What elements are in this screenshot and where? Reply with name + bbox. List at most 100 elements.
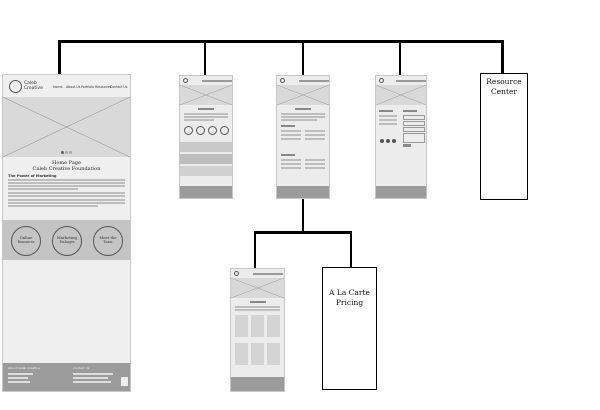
- nav-about[interactable]: About Us: [66, 85, 81, 89]
- text-line: [379, 123, 397, 125]
- logo-icon: [379, 78, 384, 83]
- text-line: [281, 113, 325, 115]
- text-line: [305, 163, 325, 165]
- package-card[interactable]: [235, 343, 248, 365]
- package-card[interactable]: [251, 315, 264, 337]
- circle-label: Packages: [59, 240, 75, 244]
- sub-bar: [254, 231, 352, 234]
- team-circle: [220, 126, 229, 135]
- image-placeholder: [376, 84, 426, 106]
- marketing-packages-circle[interactable]: [52, 226, 82, 256]
- image-placeholder: [231, 277, 284, 299]
- package-card[interactable]: [267, 343, 280, 365]
- form-field[interactable]: [403, 121, 425, 126]
- text-line: [281, 154, 295, 156]
- text-line: [379, 110, 393, 112]
- text-line: [198, 108, 214, 110]
- social-icon[interactable]: [392, 139, 396, 143]
- text-line: [281, 134, 301, 136]
- package-card[interactable]: [251, 343, 264, 365]
- text-line: [305, 134, 325, 136]
- content-band: [180, 166, 232, 176]
- image-placeholder-icon: [3, 96, 130, 158]
- home-page-wireframe: Caleb Creative Home About Us Portfolio R…: [2, 74, 131, 392]
- nav-line: [299, 80, 329, 82]
- text-line: [8, 199, 125, 201]
- meet-the-team-circle[interactable]: [93, 226, 123, 256]
- text-line: [281, 130, 301, 132]
- image-placeholder-icon: [376, 84, 426, 106]
- text-line: [281, 167, 301, 169]
- about-page-thumbnail[interactable]: [179, 75, 233, 199]
- nav-home[interactable]: Home: [53, 85, 63, 89]
- form-field[interactable]: [403, 115, 425, 120]
- submit-button[interactable]: [403, 144, 411, 147]
- a-la-carte-pricing-page-box[interactable]: A La Carte Pricing: [322, 267, 377, 390]
- portfolio-page-thumbnail[interactable]: [276, 75, 330, 199]
- marketing-packages-page-thumbnail[interactable]: [230, 268, 285, 392]
- nav-contact[interactable]: Contact Us: [110, 85, 128, 89]
- footer-about-heading: About Caleb Creative: [8, 366, 40, 370]
- text-line: [305, 167, 325, 169]
- connector-contact: [399, 40, 401, 75]
- package-card[interactable]: [235, 315, 248, 337]
- footer-line: [8, 381, 30, 383]
- image-placeholder-icon: [277, 84, 329, 106]
- contact-page-thumbnail[interactable]: [375, 75, 427, 199]
- connector-subpage: [254, 231, 256, 269]
- team-circle: [184, 126, 193, 135]
- text-line: [305, 130, 325, 132]
- content-band: [180, 154, 232, 164]
- footer: [180, 186, 232, 198]
- footer-contact-heading: Contact Us: [73, 366, 90, 370]
- hero-image-placeholder: [3, 96, 130, 158]
- connector-a-la-carte: [350, 231, 352, 268]
- image-placeholder-icon: [180, 84, 232, 106]
- team-circle: [208, 126, 217, 135]
- footer-line: [8, 377, 28, 379]
- hierarchy-top-bar: [58, 40, 504, 43]
- logo-icon: [280, 78, 285, 83]
- text-line: [403, 110, 417, 112]
- online-resources-circle[interactable]: [11, 226, 41, 256]
- text-line: [8, 185, 125, 187]
- team-circle: [196, 126, 205, 135]
- footer: [376, 186, 426, 198]
- package-card[interactable]: [267, 315, 280, 337]
- circle-label: Team: [103, 240, 113, 244]
- text-line: [8, 179, 125, 181]
- text-line: [8, 195, 125, 197]
- text-line: [235, 306, 280, 308]
- form-field[interactable]: [403, 127, 425, 132]
- circle-label: Resources: [17, 240, 35, 244]
- circle-label: Meet the: [99, 235, 117, 240]
- nav-resources[interactable]: Resources: [95, 85, 112, 89]
- resource-center-page-box[interactable]: Resource Center: [480, 73, 528, 200]
- connector-portfolio-down: [302, 199, 304, 232]
- footer: [277, 186, 329, 198]
- text-line: [184, 116, 228, 118]
- text-line: [250, 301, 266, 303]
- connector-about: [204, 40, 206, 75]
- footer-badge: [121, 377, 128, 386]
- image-placeholder-icon: [231, 277, 284, 299]
- form-field[interactable]: [403, 133, 425, 143]
- text-line: [281, 163, 301, 165]
- text-line: [281, 125, 295, 127]
- text-line: [281, 119, 317, 121]
- social-icon[interactable]: [386, 139, 390, 143]
- nav-line: [253, 273, 283, 275]
- text-line: [281, 116, 325, 118]
- logo-icon: [234, 271, 239, 276]
- circle-label: Marketing: [56, 235, 78, 240]
- text-line: [184, 113, 228, 115]
- content-band: [180, 142, 232, 152]
- text-line: [305, 159, 325, 161]
- social-icon[interactable]: [380, 139, 384, 143]
- carousel-dots[interactable]: [61, 151, 73, 154]
- logo-text: Caleb Creative: [24, 81, 43, 91]
- connector-home: [58, 40, 61, 75]
- text-line: [281, 138, 301, 140]
- text-line: [379, 115, 397, 117]
- nav-portfolio[interactable]: Portfolio: [81, 85, 95, 89]
